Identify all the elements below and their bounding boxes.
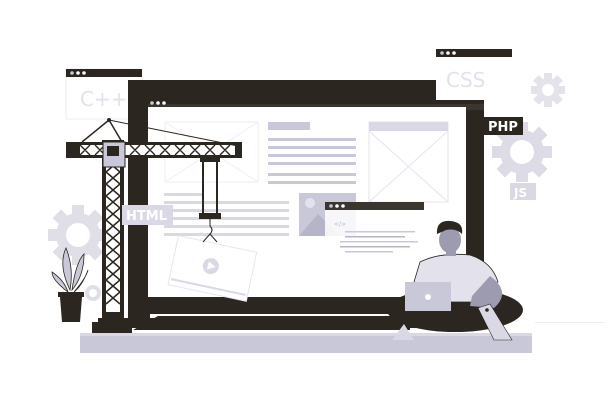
css-window: CSS <box>436 49 512 99</box>
gear-icon <box>492 122 552 182</box>
laptop-icon <box>403 282 459 314</box>
gear-icon <box>48 205 108 301</box>
video-card <box>167 235 258 302</box>
play-icon <box>202 258 219 275</box>
code-tag-icon: </> <box>334 221 346 228</box>
js-label: JS <box>513 186 527 200</box>
php-tag: PHP <box>483 117 523 135</box>
html-label: HTML <box>126 209 167 224</box>
cpp-label: C++ <box>80 87 127 111</box>
desk-platform <box>80 316 532 353</box>
back-window-frame <box>128 80 436 102</box>
developer-person <box>387 220 523 341</box>
plant-icon <box>51 246 89 322</box>
php-label: PHP <box>488 120 518 135</box>
code-window: </> <box>325 202 424 290</box>
css-label: CSS <box>446 68 485 92</box>
crane-icon <box>66 118 242 334</box>
gear-icon <box>531 73 565 107</box>
html-tag: HTML <box>122 205 173 225</box>
js-tag: JS <box>510 183 536 200</box>
